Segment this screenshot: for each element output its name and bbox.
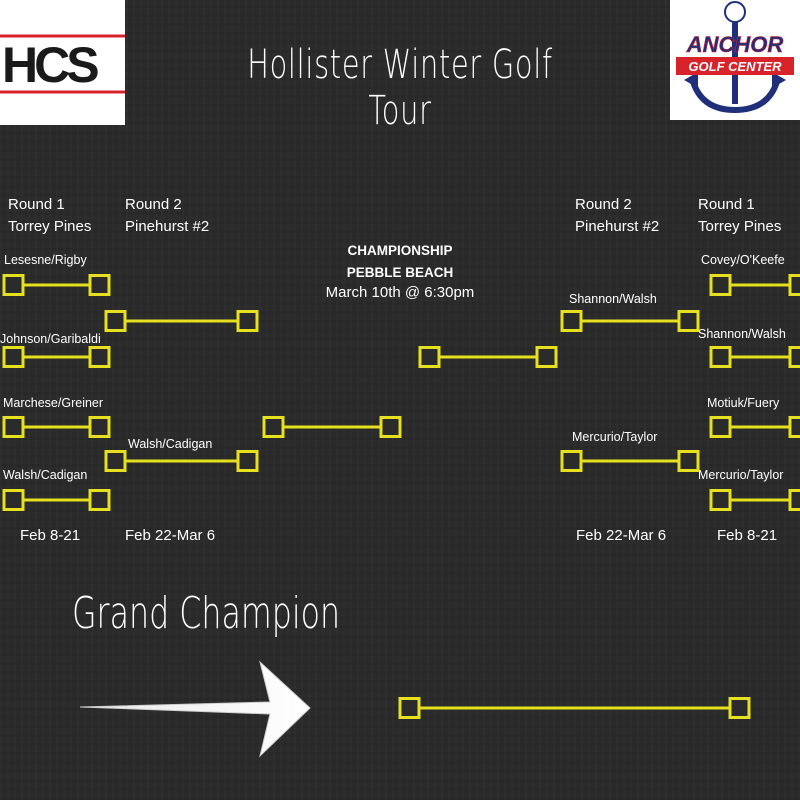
left-r1-slot-2 <box>2 346 111 368</box>
left-r1-slot-4 <box>2 489 111 511</box>
right-r1-slot-3 <box>709 416 800 438</box>
left-r1-slot-3 <box>2 416 111 438</box>
right-r1-team-1: Covey/O'Keefe <box>701 253 785 267</box>
grand-champion-label: Grand Champion <box>72 588 341 639</box>
right-r1-team-4: Mercurio/Taylor <box>698 468 784 482</box>
left-r2-team-1: Walsh/Cadigan <box>128 437 213 451</box>
right-r1-slot-1 <box>709 274 800 296</box>
left-round2-header: Round 2 Pinehurst #2 <box>125 194 209 238</box>
right-r1-slot-4 <box>709 489 800 511</box>
right-round1-dates: Feb 8-21 <box>717 527 778 544</box>
championship-title: CHAMPIONSHIP <box>347 243 453 258</box>
left-r1-team-1: Lesesne/Rigby <box>4 253 87 267</box>
anchor-logo-text: ANCHOR <box>686 32 784 57</box>
championship-slot <box>418 346 558 368</box>
right-round2-dates: Feb 22-Mar 6 <box>576 527 667 544</box>
hcs-logo-graphic: HCS <box>0 34 125 94</box>
anchor-icon <box>689 77 781 114</box>
right-round1-label: Round 1 <box>698 196 755 213</box>
left-round1-dates: Feb 8-21 <box>20 527 81 544</box>
arrow-right-icon <box>79 660 311 758</box>
left-r2-slot-2 <box>104 450 259 472</box>
championship-header: CHAMPIONSHIP PEBBLE BEACH March 10th @ 6… <box>300 240 500 301</box>
left-r1-team-2: Johnson/Garibaldi <box>0 332 101 346</box>
left-r3-slot <box>262 416 402 438</box>
hcs-logo: HCS <box>0 0 125 125</box>
right-r1-slot-2 <box>709 346 800 368</box>
left-round1-label: Round 1 <box>8 196 65 213</box>
right-r1-team-2: Shannon/Walsh <box>698 327 786 341</box>
right-round1-course: Torrey Pines <box>698 218 782 235</box>
left-r1-team-3: Marchese/Greiner <box>3 396 104 410</box>
hcs-logo-text: HCS <box>2 37 98 93</box>
right-r1-team-3: Motiuk/Fuery <box>707 396 780 410</box>
anchor-golf-logo: ANCHOR GOLF CENTER <box>670 0 800 120</box>
left-round2-label: Round 2 <box>125 196 182 213</box>
right-round2-header: Round 2 Pinehurst #2 <box>575 194 659 238</box>
left-r2-slot-1 <box>104 310 259 332</box>
left-r1-team-4: Walsh/Cadigan <box>3 468 88 482</box>
championship-venue: PEBBLE BEACH <box>346 265 454 280</box>
left-round1-course: Torrey Pines <box>8 218 92 235</box>
right-round2-course: Pinehurst #2 <box>575 218 660 235</box>
left-round2-course: Pinehurst #2 <box>125 218 210 235</box>
left-round1-header: Round 1 Torrey Pines <box>8 194 91 238</box>
left-r1-slot-1 <box>2 274 111 296</box>
grand-champion-slot <box>398 697 751 719</box>
right-r2-team-1: Shannon/Walsh <box>569 292 657 306</box>
right-r2-slot-1 <box>560 310 700 332</box>
right-round1-header: Round 1 Torrey Pines <box>698 194 781 238</box>
championship-date: March 10th @ 6:30pm <box>325 284 475 301</box>
right-r2-slot-2 <box>560 450 700 472</box>
right-round2-label: Round 2 <box>575 196 632 213</box>
left-round2-dates: Feb 22-Mar 6 <box>125 527 216 544</box>
anchor-logo-graphic: ANCHOR GOLF CENTER <box>676 1 794 114</box>
right-r2-team-2: Mercurio/Taylor <box>572 430 658 444</box>
anchor-logo-subtext: GOLF CENTER <box>688 59 782 74</box>
page-title: Hollister Winter Golf Tour <box>247 42 553 134</box>
